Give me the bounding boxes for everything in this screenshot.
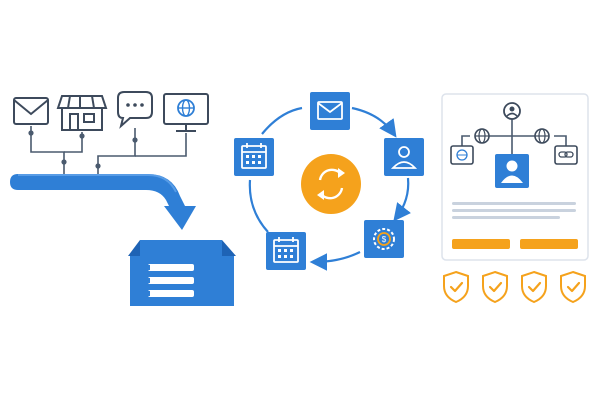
globe-icon xyxy=(534,128,550,144)
shield-check-icon xyxy=(560,270,586,304)
cycle-arrows xyxy=(248,106,412,271)
globe-chat-icon xyxy=(450,145,474,165)
process-cycle: $ xyxy=(234,92,424,271)
profile-avatar xyxy=(495,154,529,188)
profile-tree-lines xyxy=(461,118,567,154)
data-pipe xyxy=(10,174,196,230)
shields-row xyxy=(443,270,586,304)
profile-action-button[interactable] xyxy=(520,239,578,249)
node-user xyxy=(384,138,424,176)
mail-icon xyxy=(317,101,343,120)
shield-check-icon xyxy=(482,270,508,304)
profile-text-lines xyxy=(452,202,576,219)
pipe-arrow-icon xyxy=(164,206,196,230)
user-icon xyxy=(390,146,418,169)
globe-icon xyxy=(474,128,490,144)
source-connectors xyxy=(30,126,187,174)
calendar-icon xyxy=(273,237,299,263)
profile-action-button[interactable] xyxy=(452,239,510,249)
calendar-icon xyxy=(241,143,267,169)
gear-dollar-icon: $ xyxy=(373,228,395,250)
shield-check-icon xyxy=(521,270,547,304)
connector-dots xyxy=(28,130,138,169)
center-sync xyxy=(301,154,361,214)
link-icon xyxy=(554,145,578,165)
shield-check-icon xyxy=(443,270,469,304)
node-calendar-left xyxy=(234,138,274,176)
sources-group xyxy=(10,91,236,306)
node-gear-dollar: $ xyxy=(364,220,404,258)
svg-text:$: $ xyxy=(382,235,387,244)
node-mail xyxy=(310,92,350,130)
node-calendar-bottom xyxy=(266,232,306,270)
user-icon xyxy=(501,160,523,183)
mail-icon xyxy=(13,97,49,125)
monitor-globe-icon xyxy=(163,93,209,132)
storage-box-icon xyxy=(128,240,236,306)
user-icon xyxy=(503,102,521,120)
profile-panel xyxy=(441,93,589,261)
chat-bubble-icon xyxy=(117,91,153,129)
store-icon xyxy=(56,95,108,131)
